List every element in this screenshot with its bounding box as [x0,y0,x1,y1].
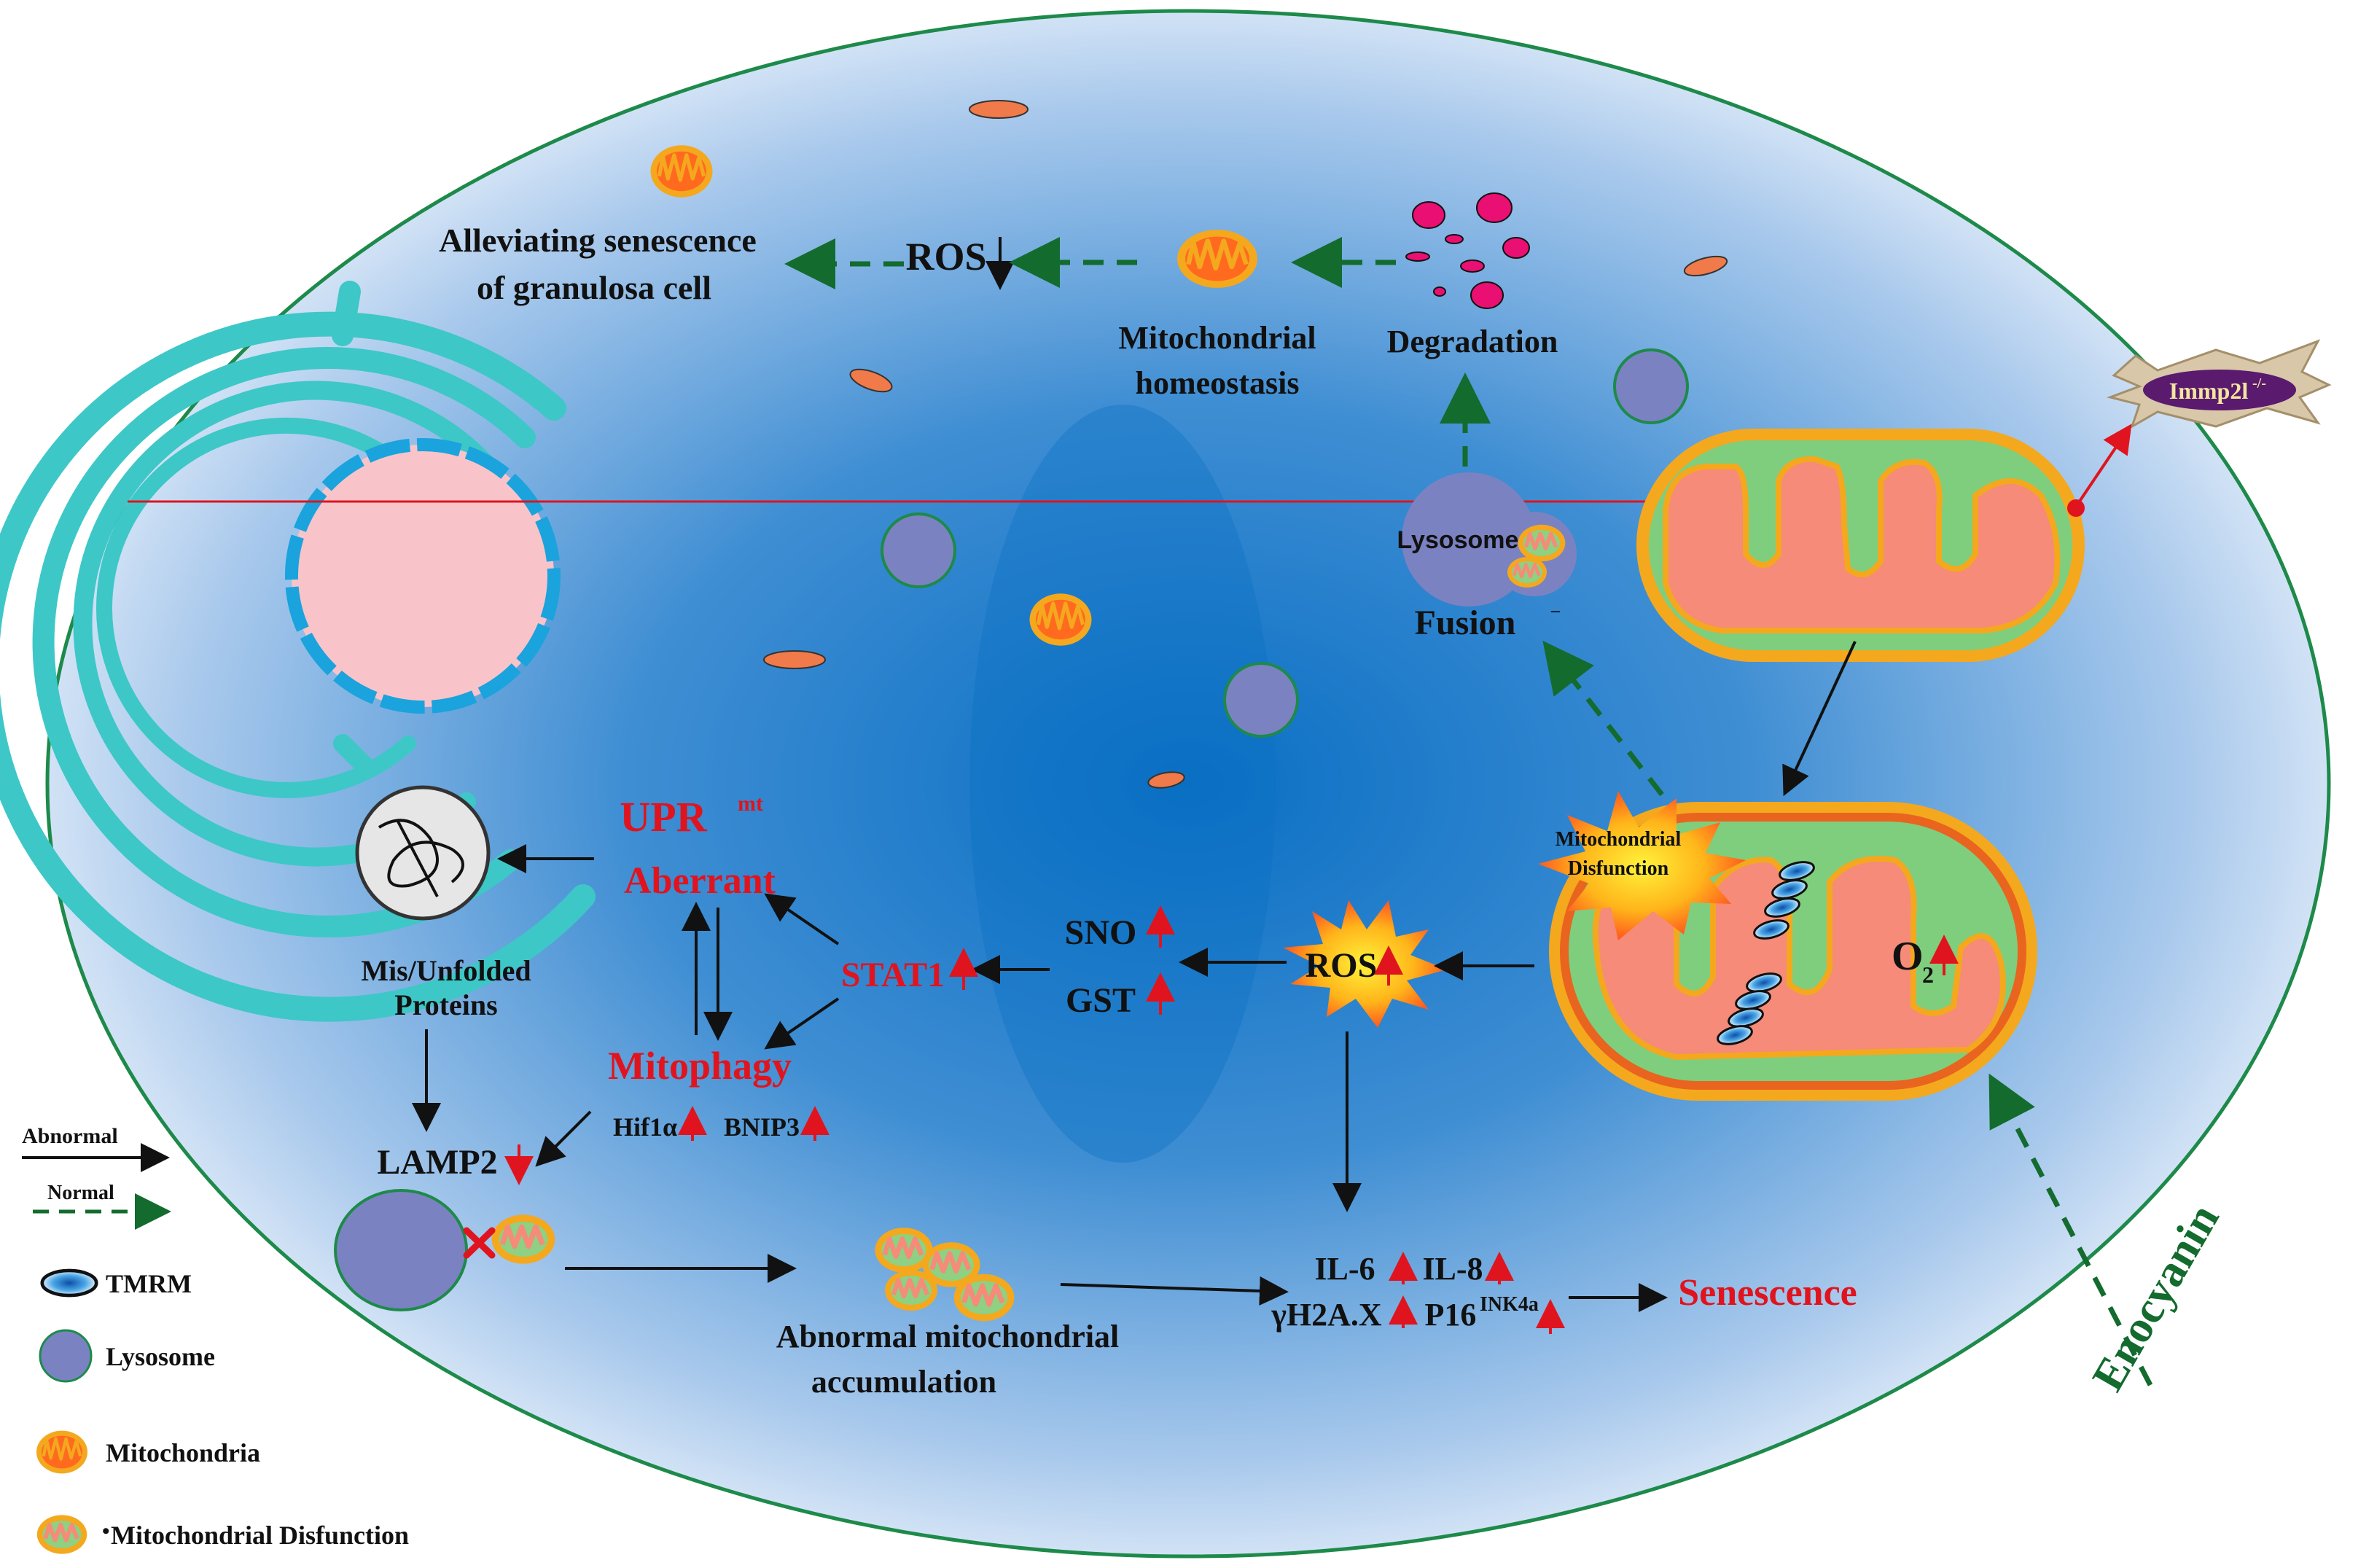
stat1-label: STAT1 [841,956,945,994]
misfolded-protein-squiggle [378,819,464,897]
ros-label-top: ROS [905,235,986,278]
alleviating-label: Alleviating senescence [439,222,757,259]
o2-subscript: 2 [1922,962,1934,988]
p16-label: P16 [1425,1297,1477,1333]
fusion-lysosome-label: Lysosome [1397,526,1519,554]
immp2l-superscript: -/- [2252,375,2266,391]
legend-mitochondria-label: Mitochondria [106,1438,260,1467]
nuclear-envelope [285,438,561,714]
mitochondrion-homeostasis [1177,230,1257,288]
legend-dysfunction-mark: • [102,1519,110,1543]
il8-label: IL-8 [1422,1251,1483,1287]
mitophagy-label: Mitophagy [608,1044,792,1088]
cell-core-glow [969,405,1276,1163]
mito-homeostasis-label: Mitochondrial [1118,320,1316,356]
legend-dysfunction-icon [37,1515,87,1553]
legend-dysfunction-label: Mitochondrial Disfunction [111,1521,409,1550]
legend-tmrm-icon [42,1271,96,1295]
vesicle [1147,771,1185,789]
o2-label: O [1892,934,1924,979]
vesicle [763,650,826,669]
p16-superscript: INK4a [1480,1293,1539,1316]
aberrant-label: Aberrant [624,860,776,902]
dysfunction-burst-label: Mitochondrial [1556,828,1682,851]
lamp2-dysfunction-mito [492,1214,555,1263]
mitochondrion-large-healthy [1636,429,2085,662]
sno-label: SNO [1065,913,1137,952]
mitochondrion [651,145,713,197]
dysfunction-burst [1538,791,1746,940]
immp2l-badge: Immp2l -/- [2106,339,2332,429]
lysosome [881,512,956,588]
hif-label: Hif1α [613,1112,677,1142]
legend-tmrm-label: TMRM [106,1269,192,1298]
block-x-mark [463,1227,496,1259]
degradation-fragments [1405,192,1530,309]
immp2l-link-dot [2067,499,2085,517]
immp2l-link-arrow [2074,424,2132,508]
upr-label: UPR [620,793,707,840]
lysosome [1223,662,1299,738]
proteins-label: Mis/Unfolded [361,954,531,987]
legend-lysosome-icon [39,1329,93,1383]
senescence-label: Senescence [1678,1272,1857,1314]
fusion-label: Fusion [1415,604,1516,642]
accumulated-mito [954,1274,1015,1321]
mito-homeostasis-label: homeostasis [1136,365,1300,401]
legend-abnormal-label: Abnormal [22,1124,118,1148]
proteins-label: Proteins [394,988,497,1021]
lysosome [1613,348,1689,424]
lamp2-label: LAMP2 [377,1143,497,1182]
legend-mitochondria-icon [36,1431,87,1474]
accumulated-mito [885,1270,937,1311]
abnormal-arrow [764,893,840,945]
nucleus [292,445,554,707]
il6-label: IL-6 [1314,1251,1375,1287]
fusion-dysfunction-mito [1518,525,1566,561]
vesicle [1683,255,1728,277]
legend: Abnormal Normal TMRM Lysosome Mitochondr… [22,1124,409,1554]
abnormal-arrow [1060,1276,1289,1306]
lamp2-lysosome [334,1189,468,1311]
bnip-label: BNIP3 [724,1112,800,1142]
fusion-dysfunction-mito [1507,557,1547,588]
cell-body [45,9,2331,1559]
legend-lysosome-label: Lysosome [106,1342,215,1371]
legend-normal-label: Normal [47,1182,114,1204]
degradation-label: Degradation [1387,324,1558,359]
h2ax-label: γH2A.X [1271,1297,1382,1333]
alleviating-label: of granulosa cell [477,269,711,306]
upr-superscript: mt [738,792,763,816]
endoplasmic-reticulum [0,281,596,1022]
accumulation-label: accumulation [811,1364,996,1400]
immp2l-label: Immp2l [2169,378,2249,404]
gst-label: GST [1066,981,1136,1020]
fusion-dash-mark: – [1550,601,1561,620]
misfolded-protein [355,785,491,921]
dysfunction-burst-label: Disfunction [1568,857,1669,880]
accumulation-label: Abnormal mitochondrial [776,1319,1120,1354]
ros-burst [1283,900,1447,1028]
ros-burst-label: ROS [1305,946,1378,985]
vesicle [849,368,893,393]
abnormal-arrow [764,997,840,1050]
abnormal-arrow [1782,641,1857,797]
abnormal-arrow [535,1110,592,1167]
vesicle [969,100,1029,119]
mitochondrion [1030,593,1092,645]
normal-pathway-arrows [784,237,2153,1386]
